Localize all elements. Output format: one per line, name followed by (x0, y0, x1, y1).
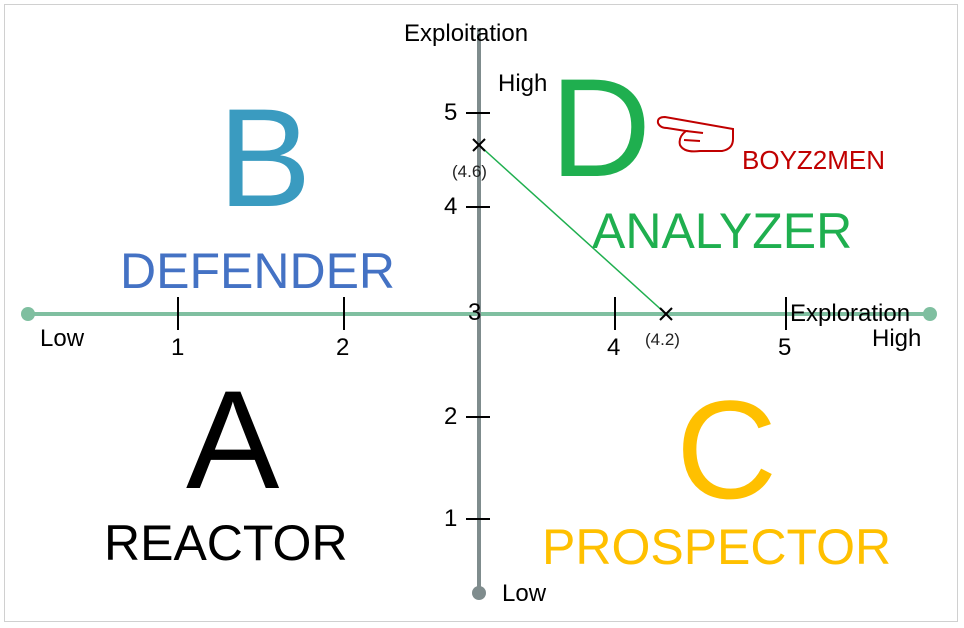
x-axis-low-label: Low (40, 325, 85, 352)
x-axis-high-dot (923, 307, 937, 321)
quadrant-d-letter: D (550, 49, 652, 206)
x-axis-low-dot (21, 307, 35, 321)
y-axis-title: Exploitation (404, 20, 529, 47)
pointing-hand-icon (656, 115, 734, 153)
y-axis-high-label: High (498, 70, 548, 97)
x-tick-label-3: 3 (468, 299, 482, 326)
y-axis-low-dot (472, 586, 486, 600)
quadrant-a-name: REACTOR (104, 515, 348, 571)
y-tick-label-2: 2 (444, 403, 458, 430)
y-axis-low-label: Low (502, 580, 547, 607)
y-tick-label-5: 5 (444, 99, 458, 126)
y-tick-label-4: 4 (444, 193, 458, 220)
point-marker-exploration (659, 307, 673, 321)
x-tick-label-4: 4 (607, 334, 621, 361)
x-tick-label-5: 5 (778, 334, 792, 361)
quadrant-d-name: ANALYZER (592, 203, 853, 259)
x-axis-high-label: High (872, 325, 922, 352)
quadrant-a-letter: A (186, 361, 280, 518)
point-marker-exploitation (472, 138, 486, 152)
connector-line (478, 144, 667, 315)
y-tick-label-1: 1 (444, 505, 458, 532)
boyz2men-annotation: BOYZ2MEN (742, 145, 886, 175)
x-tick-label-2: 2 (336, 334, 350, 361)
x-axis-title: Exploration (790, 300, 911, 327)
quadrant-c-letter: C (676, 371, 778, 528)
quadrant-c-name: PROSPECTOR (542, 519, 892, 575)
point-label-exploration: (4.2) (645, 330, 680, 349)
point-label-exploitation: (4.6) (452, 162, 487, 181)
quadrant-b-letter: B (218, 79, 312, 236)
quadrant-b-name: DEFENDER (120, 243, 396, 299)
diagram-frame (4, 4, 958, 622)
x-tick-label-1: 1 (171, 334, 185, 361)
